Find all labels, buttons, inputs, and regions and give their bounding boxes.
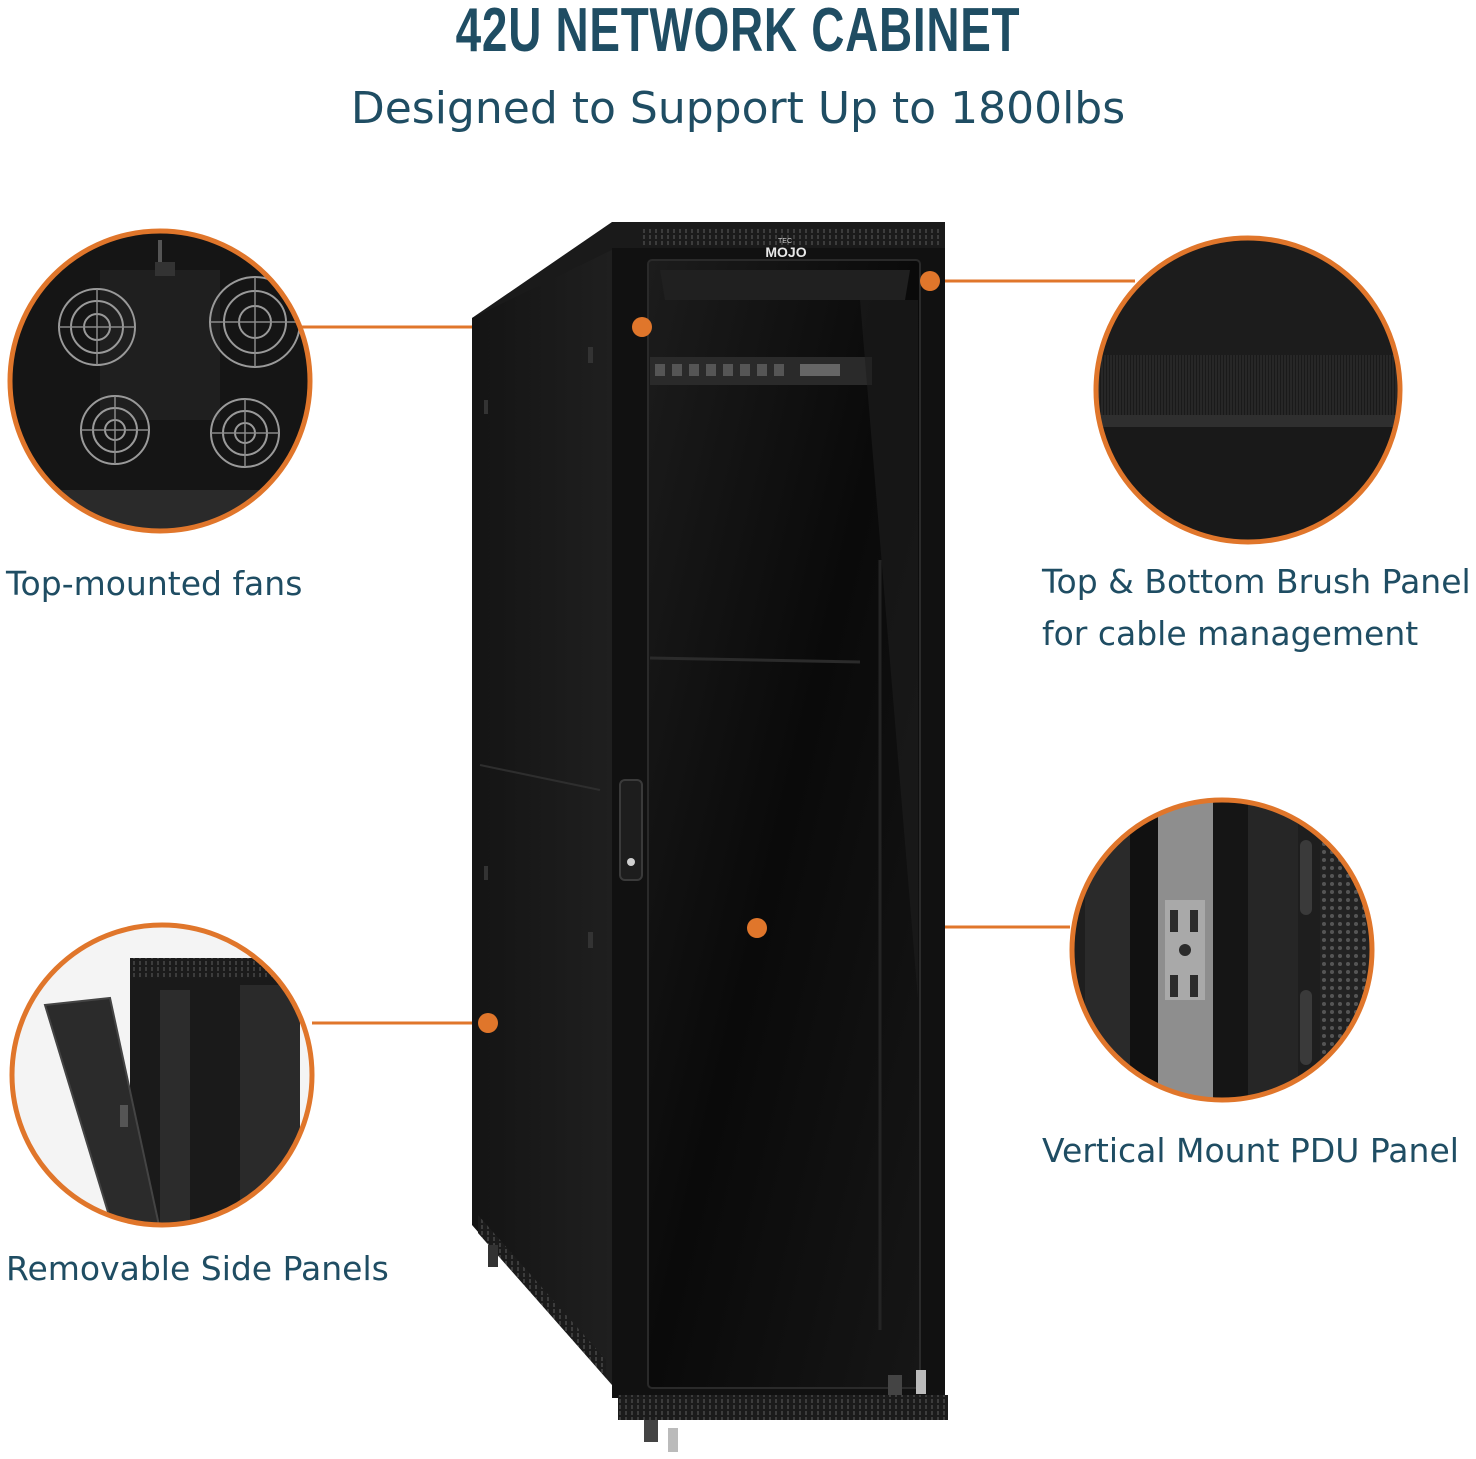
callout-brush-panel-line2: for cable management — [1042, 614, 1419, 653]
callout-top-mounted-fans: Top-mounted fans — [6, 564, 303, 603]
pdu-panel-detail-image — [1069, 797, 1375, 1103]
brand-logo-small: TEC — [778, 238, 792, 245]
side-panels-detail-image — [9, 922, 315, 1228]
callout-vertical-pdu: Vertical Mount PDU Panel — [1042, 1131, 1459, 1170]
callout-brush-panel-line1: Top & Bottom Brush Panel — [1042, 562, 1471, 601]
callout-removable-side-panels: Removable Side Panels — [6, 1249, 389, 1288]
page-subtitle: Designed to Support Up to 1800lbs — [350, 83, 1126, 134]
network-cabinet: TEC MOJO — [472, 222, 948, 1452]
page-title: 42U NETWORK CABINET — [455, 0, 1021, 65]
connector-dots — [478, 271, 940, 1033]
brand-logo: MOJO — [765, 244, 806, 260]
fans-detail-image — [7, 228, 313, 534]
brush-panel-detail-image — [1093, 235, 1403, 545]
